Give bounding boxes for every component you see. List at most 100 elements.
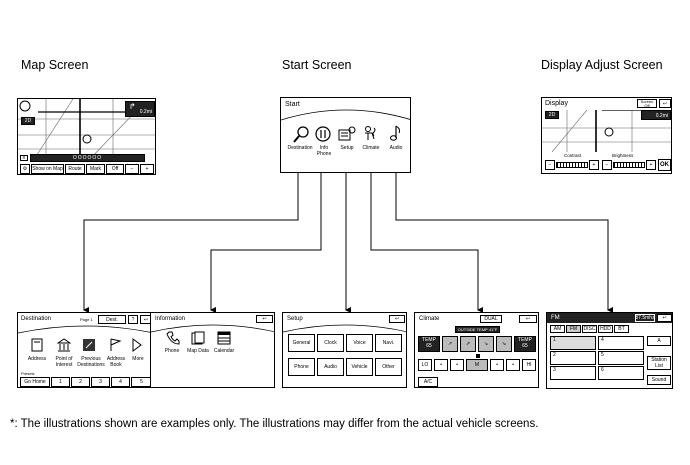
- preset-go-home[interactable]: Go Home: [20, 377, 50, 387]
- preset-4-button[interactable]: 4: [598, 336, 644, 350]
- setup-back-icon[interactable]: ↩: [389, 315, 405, 323]
- fan-lo-button[interactable]: LO: [418, 359, 432, 371]
- setup-clock-button[interactable]: Clock: [317, 334, 344, 352]
- temp-left-value: 65: [426, 343, 432, 349]
- arrow-to-destination: [83, 173, 299, 313]
- preset-4[interactable]: 4: [111, 377, 130, 387]
- show-on-map-button[interactable]: Show on Map: [31, 164, 64, 174]
- fan-level-4[interactable]: •: [490, 359, 504, 371]
- setup-other-button[interactable]: Other: [375, 358, 402, 376]
- contrast-slider[interactable]: [556, 162, 588, 168]
- info-label-phone: Phone: [164, 348, 180, 354]
- ac-button[interactable]: A/C: [418, 377, 438, 387]
- fan-level-5[interactable]: •: [506, 359, 520, 371]
- fm-preset-2: 2: [553, 352, 556, 358]
- scan-button[interactable]: A: [647, 336, 671, 346]
- info-icon[interactable]: [314, 125, 332, 143]
- airflow-feet-icon[interactable]: ↘: [478, 336, 494, 352]
- temp-right-value: 65: [522, 343, 528, 349]
- airflow-bilevel-icon[interactable]: ⇗: [460, 336, 476, 352]
- preset-2[interactable]: 2: [71, 377, 90, 387]
- brightness-up-button[interactable]: +: [646, 160, 656, 170]
- screen-off-button[interactable]: Screen Off: [637, 99, 657, 108]
- route-button[interactable]: Route: [65, 164, 85, 174]
- music-note-icon[interactable]: [388, 124, 402, 142]
- tab-disc[interactable]: DISC: [582, 325, 597, 333]
- fan-level-2[interactable]: •: [450, 359, 464, 371]
- contrast-down-button[interactable]: −: [545, 160, 555, 170]
- dual-button[interactable]: DUAL: [480, 315, 502, 323]
- temp-right[interactable]: TEMP 65: [514, 336, 536, 352]
- preset-1[interactable]: 1: [51, 377, 70, 387]
- preset-3[interactable]: 3: [91, 377, 110, 387]
- setup-general-button[interactable]: General: [288, 334, 315, 352]
- start-label-info-phone: Info Phone: [316, 145, 332, 157]
- setup-audio-button[interactable]: Audio: [317, 358, 344, 376]
- fan-hi-button[interactable]: HI: [522, 359, 536, 371]
- tab-am[interactable]: AM: [550, 325, 565, 333]
- display-scale-box: 0.2mi: [641, 110, 671, 120]
- map-gear-icon[interactable]: ⚙: [20, 164, 30, 174]
- temp-left[interactable]: TEMP 65: [418, 336, 440, 352]
- calendar-icon[interactable]: [217, 331, 231, 350]
- sound-button[interactable]: Sound: [647, 375, 671, 385]
- address-book-icon[interactable]: [108, 338, 122, 357]
- dest-button[interactable]: Dest.: [98, 315, 126, 324]
- phone-icon[interactable]: [166, 331, 180, 350]
- map-scale: 0.2mi: [139, 109, 152, 115]
- setup-phone-button[interactable]: Phone: [288, 358, 315, 376]
- zoom-in-button[interactable]: +: [140, 164, 154, 174]
- setup-voice-button[interactable]: Voice: [346, 334, 373, 352]
- sound-label: Sound: [651, 377, 667, 383]
- fan-level-1[interactable]: •: [434, 359, 448, 371]
- brightness-slider[interactable]: [613, 162, 645, 168]
- airflow-defrost-icon[interactable]: ⇘: [496, 336, 512, 352]
- preset-1-button[interactable]: 1: [550, 336, 596, 350]
- contrast-up-button[interactable]: +: [589, 160, 599, 170]
- station-list-button[interactable]: Station List: [647, 356, 671, 370]
- dest-label-address: Address: [27, 356, 47, 362]
- setup-icon[interactable]: [338, 126, 356, 142]
- start-label-destination: Destination: [287, 145, 313, 151]
- mark-button[interactable]: Mark: [86, 164, 105, 174]
- help-button[interactable]: ?: [128, 315, 138, 324]
- tab-fm[interactable]: FM: [566, 325, 581, 333]
- info-label-calendar: Calendar: [213, 348, 235, 354]
- poi-icon[interactable]: [56, 338, 72, 357]
- zoom-out-button[interactable]: −: [125, 164, 139, 174]
- preset-3-button[interactable]: 3: [550, 366, 596, 380]
- airflow-face-icon[interactable]: ↗: [442, 336, 458, 352]
- climate-back-icon[interactable]: ↩: [519, 315, 537, 323]
- setup-arc: [283, 324, 406, 333]
- fm-back-icon[interactable]: ↩: [657, 314, 672, 322]
- fm-freq: 87.5mhz: [635, 314, 655, 322]
- preset-5[interactable]: 5: [131, 377, 152, 387]
- fan-m-button[interactable]: M: [466, 359, 488, 371]
- previous-destinations-icon[interactable]: [82, 338, 96, 357]
- map-data-icon[interactable]: [191, 331, 205, 350]
- map-menu-icon[interactable]: ≡: [20, 155, 28, 161]
- preset-2-button[interactable]: 2: [550, 351, 596, 365]
- back-icon[interactable]: ↩: [659, 99, 671, 108]
- preset-6-button[interactable]: 6: [598, 366, 644, 380]
- setup-title: Setup: [287, 316, 303, 322]
- tab-hdd[interactable]: HDD: [598, 325, 613, 333]
- off-button[interactable]: Off: [106, 164, 124, 174]
- climate-icon[interactable]: [362, 125, 380, 143]
- destination-title: Destination: [21, 316, 52, 322]
- fan-indicator: [476, 354, 480, 358]
- ok-button[interactable]: OK: [658, 159, 671, 171]
- setup-navi-button[interactable]: Navi.: [375, 334, 402, 352]
- turn-arrow-icon: ↱: [129, 102, 136, 111]
- more-arrow-icon[interactable]: [131, 338, 143, 357]
- magnifier-icon[interactable]: [291, 125, 311, 143]
- address-icon[interactable]: [30, 338, 44, 357]
- route-bar: OOOOOO: [30, 154, 145, 162]
- tab-bt[interactable]: BT: [614, 325, 629, 333]
- info-back-icon[interactable]: ↩: [256, 315, 273, 323]
- arrow-to-climate: [370, 173, 483, 313]
- preset-5-button[interactable]: 5: [598, 351, 644, 365]
- start-label-climate: Climate: [362, 145, 380, 151]
- brightness-down-button[interactable]: −: [602, 160, 612, 170]
- setup-vehicle-button[interactable]: Vehicle: [346, 358, 373, 376]
